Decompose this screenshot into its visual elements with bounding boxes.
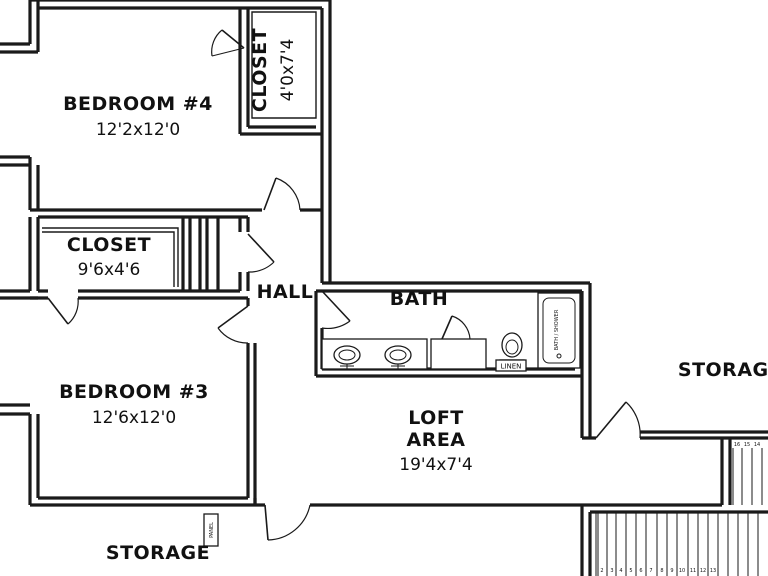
closet4-size: 4'0x7'4 xyxy=(278,39,298,102)
sink-icon xyxy=(384,345,412,369)
linen-box xyxy=(495,359,527,372)
bedroom4-size: 12'2x12'0 xyxy=(96,120,180,140)
bedroom3-size: 12'6x12'0 xyxy=(92,408,176,428)
electrical-panel: PANEL xyxy=(203,513,219,547)
stair-step-number: 2 xyxy=(600,568,603,574)
bedroom4-name: BEDROOM #4 xyxy=(63,93,213,115)
bath-fixtures: LINEN BATH / SHOWER xyxy=(321,292,581,372)
stair-step-number: 11 xyxy=(690,568,696,574)
loft-size: 19'4x7'4 xyxy=(399,455,473,475)
hall-name: HALL xyxy=(257,281,314,303)
stair-step-number: 3 xyxy=(610,568,613,574)
stair-step-number: 7 xyxy=(649,568,652,574)
stairs: 2 3 4 5 6 7 8 9 10 11 12 13 16 15 14 xyxy=(595,442,763,576)
stair-step-number: 9 xyxy=(670,568,673,574)
stair-step-number: 12 xyxy=(700,568,706,574)
stair-step-number: 16 xyxy=(734,442,740,448)
stair-step-number: 5 xyxy=(629,568,632,574)
stair-step-number: 4 xyxy=(619,568,622,574)
bedroom3-name: BEDROOM #3 xyxy=(59,381,209,403)
room-labels: BEDROOM #4 12'2x12'0 CLOSET 4'0x7'4 CLOS… xyxy=(59,28,768,564)
panel-label: PANEL xyxy=(209,522,215,538)
stair-step-number: 13 xyxy=(710,568,716,574)
sink-icon xyxy=(333,345,361,369)
bathtub-icon xyxy=(537,292,581,369)
storage-right-name: STORAGE xyxy=(678,359,768,381)
closet-shelves xyxy=(42,11,317,287)
closet4-name: CLOSET xyxy=(249,28,271,112)
stair-step-number: 8 xyxy=(660,568,663,574)
linen-label: LINEN xyxy=(501,363,522,371)
loft-name-line2: AREA xyxy=(406,429,465,451)
tub-label: BATH / SHOWER xyxy=(554,309,560,350)
storage-bottom-name: STORAGE xyxy=(106,542,210,564)
bath-name: BATH xyxy=(390,288,449,310)
stair-step-number: 6 xyxy=(639,568,642,574)
stair-step-number: 15 xyxy=(744,442,750,448)
linen-cabinet xyxy=(430,338,487,370)
closet-size: 9'6x4'6 xyxy=(78,260,141,280)
closet-name: CLOSET xyxy=(67,234,151,256)
loft-name-line1: LOFT xyxy=(408,407,464,429)
stair-step-number: 14 xyxy=(754,442,760,448)
doors xyxy=(47,29,641,541)
stair-step-number: 10 xyxy=(679,568,685,574)
